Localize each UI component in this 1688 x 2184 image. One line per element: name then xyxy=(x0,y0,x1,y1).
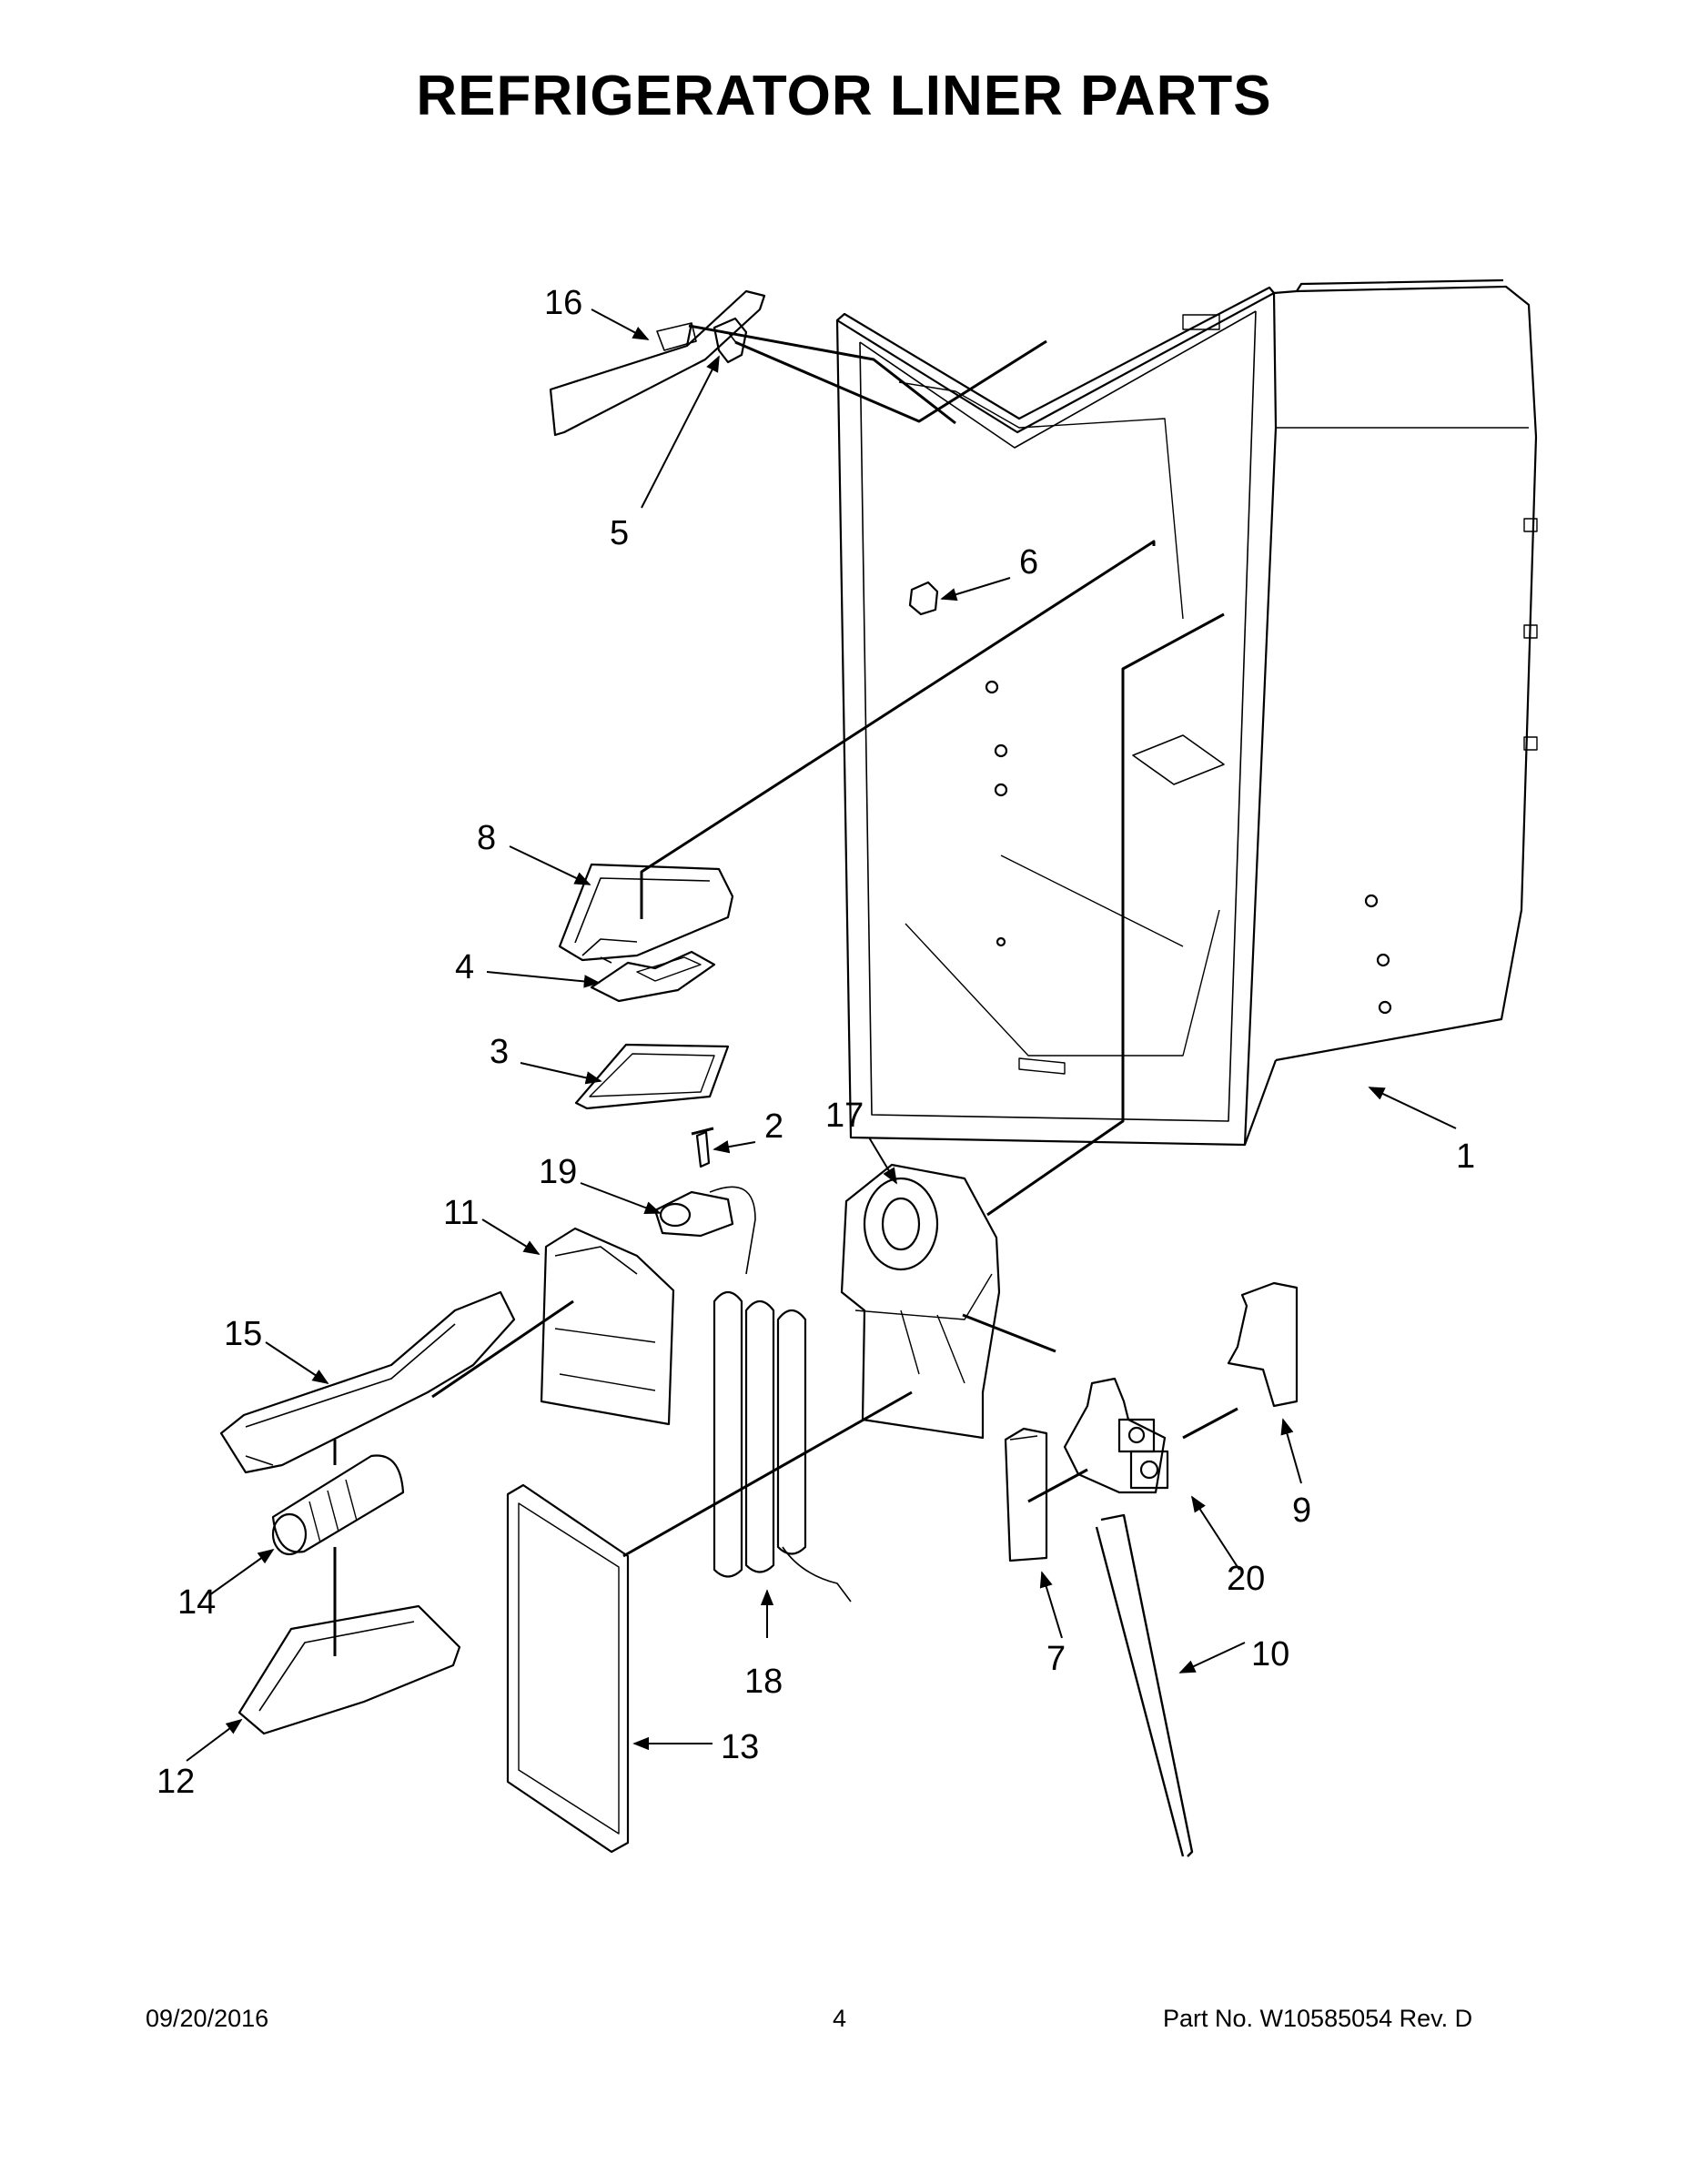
footer-date: 09/20/2016 xyxy=(146,2005,269,2032)
part-7-bracket xyxy=(1004,1427,1048,1562)
callout-10: 10 xyxy=(1251,1635,1289,1673)
part-9-bracket xyxy=(1227,1281,1299,1408)
part-12-filter-door xyxy=(238,1604,461,1735)
footer-part-number: Part No. W10585054 Rev. D xyxy=(1163,2005,1473,2032)
callout-14: 14 xyxy=(177,1583,216,1622)
part-20-valve xyxy=(1063,1377,1169,1494)
part-4-pad xyxy=(590,950,716,1003)
part-3-cover xyxy=(574,1043,730,1110)
callout-9: 9 xyxy=(1292,1491,1311,1530)
part-10-tube xyxy=(1095,1513,1194,1857)
callout-19: 19 xyxy=(539,1153,577,1191)
part-8-housing xyxy=(558,863,734,962)
callout-7: 7 xyxy=(1046,1640,1066,1678)
callout-6: 6 xyxy=(1019,543,1038,581)
callout-15: 15 xyxy=(224,1315,262,1353)
callout-12: 12 xyxy=(157,1763,195,1801)
callout-5: 5 xyxy=(610,514,629,552)
callout-20: 20 xyxy=(1227,1560,1265,1598)
part-11-duct xyxy=(540,1227,675,1426)
part-15-filter-housing xyxy=(219,1290,516,1474)
callout-18: 18 xyxy=(744,1663,783,1701)
callout-16: 16 xyxy=(544,284,582,322)
callout-8: 8 xyxy=(477,819,496,857)
part-6-clip xyxy=(908,581,939,616)
callout-3: 3 xyxy=(490,1033,509,1071)
part-19-motor xyxy=(653,1186,756,1275)
part-18-tubing xyxy=(713,1290,852,1603)
callout-17: 17 xyxy=(825,1097,864,1135)
part-5-knob xyxy=(713,317,748,364)
part-13-panel xyxy=(506,1483,630,1854)
callout-4: 4 xyxy=(455,948,474,986)
leader-arrows xyxy=(186,308,1457,1762)
page-title: REFRIGERATOR LINER PARTS xyxy=(416,65,1272,127)
part-14-filter xyxy=(271,1454,405,1556)
callout-1: 1 xyxy=(1456,1138,1475,1176)
callout-11: 11 xyxy=(443,1194,479,1232)
callout-13: 13 xyxy=(721,1728,759,1766)
part-1-liner xyxy=(835,278,1538,1147)
connector-lines xyxy=(333,324,1238,1656)
part-2-screw xyxy=(691,1127,714,1168)
footer-page-number: 4 xyxy=(833,2005,847,2032)
callout-2: 2 xyxy=(764,1107,783,1146)
part-17-fan-housing xyxy=(840,1163,1001,1440)
